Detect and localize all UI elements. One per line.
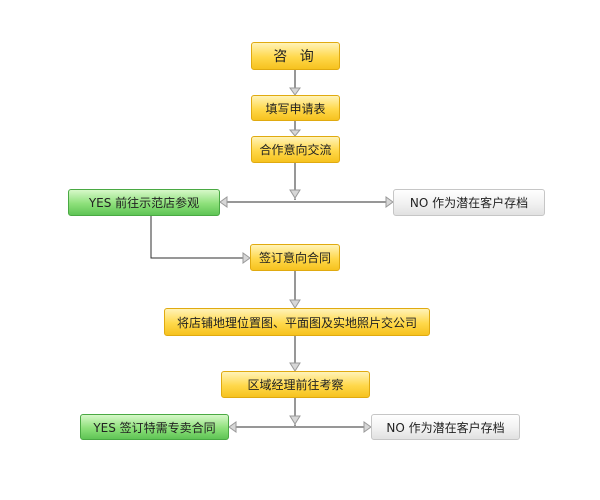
no-archive-node-1: NO 作为潜在客户存档: [393, 189, 545, 216]
arrow-head-location-to-manager: [289, 362, 301, 372]
fill-form-node: 填写申请表: [251, 95, 340, 121]
yes-franchise-contract-node: YES 签订特需专卖合同: [80, 414, 229, 440]
arrow-head-form-to-intent: [288, 129, 302, 137]
arrow-head-sign-intent-to-location: [289, 299, 301, 309]
consult-node: 咨 询: [251, 42, 340, 70]
arrow-head-manager-to-decision: [289, 415, 301, 425]
arrow-head-consult-to-form: [289, 87, 301, 96]
sign-intent-contract-node: 签订意向合同: [250, 244, 340, 271]
arrow-head-visit-to-sign-intent: [242, 252, 251, 264]
no-archive-node-2: NO 作为潜在客户存档: [371, 414, 520, 440]
store-location-submission-node: 将店铺地理位置图、平面图及实地照片交公司: [164, 308, 430, 336]
arrow-head-to-yes-franchise: [228, 421, 237, 433]
arrow-head-to-no-archive-1: [385, 196, 394, 208]
arrow-head-intent-to-decision: [289, 189, 301, 199]
arrow-head-to-yes-visit: [219, 196, 228, 208]
yes-visit-showcase-node: YES 前往示范店参观: [68, 189, 220, 216]
regional-manager-inspection-node: 区域经理前往考察: [221, 371, 370, 398]
cooperation-intent-node: 合作意向交流: [251, 136, 340, 163]
connector-visit-to-sign-intent: [150, 216, 250, 259]
arrow-head-to-no-archive-2: [363, 421, 372, 433]
